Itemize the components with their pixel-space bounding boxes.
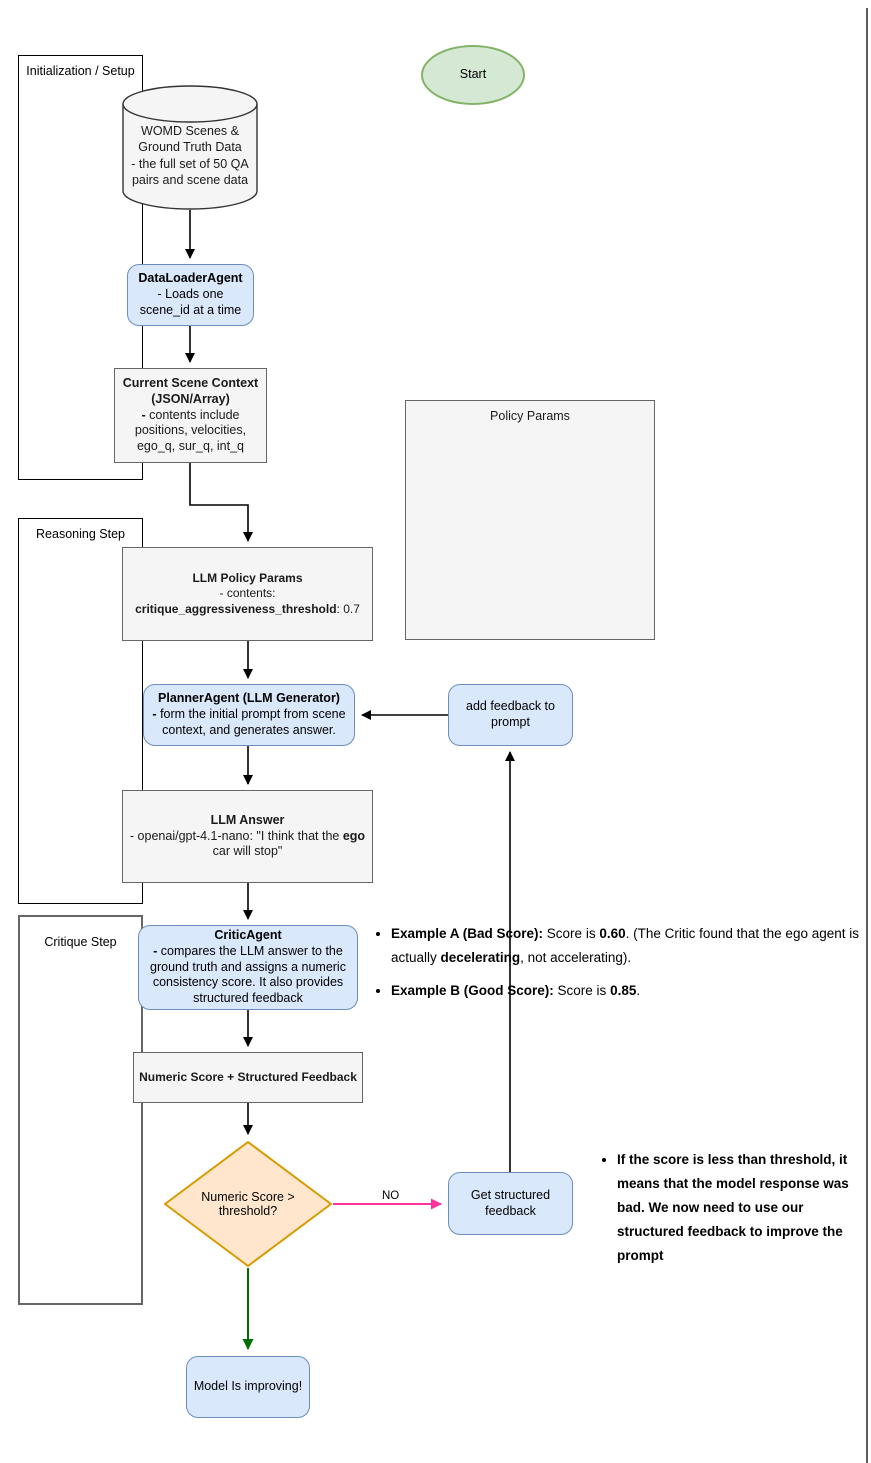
scene-context-body: - contents include positions, velocities…: [118, 408, 263, 455]
numeric-score-node: Numeric Score + Structured Feedback: [133, 1052, 363, 1103]
llm-policy-contents: - contents:: [219, 586, 276, 601]
womd-title: WOMD Scenes & Ground Truth Data: [138, 124, 242, 155]
scene-context-title: Current Scene Context (JSON/Array): [122, 376, 259, 406]
llm-policy-param: critique_aggressiveness_threshold: [135, 601, 337, 616]
planner-body-text: form the initial prompt from scene conte…: [156, 707, 346, 737]
threshold-note-bullet: If the score is less than threshold, it …: [617, 1148, 870, 1268]
examples-annotation: Example A (Bad Score): Score is 0.60. (T…: [372, 922, 868, 1012]
llm-answer-pre: - openai/gpt-4.1-nano: "I think that the: [129, 828, 343, 843]
threshold-note-annotation: If the score is less than threshold, it …: [598, 1148, 870, 1277]
start-node: Start: [421, 45, 525, 105]
start-node-label: Start: [459, 67, 487, 82]
critic-agent-node: CriticAgent - compares the LLM answer to…: [138, 925, 358, 1010]
llm-policy-params-node: LLM Policy Params - contents: critique_a…: [122, 547, 373, 641]
data-loader-body: - Loads one scene_id at a time: [139, 287, 242, 317]
diamond-shape: [164, 1141, 332, 1267]
edge-scenecontext-to-llmpolicy: [189, 463, 253, 542]
planner-title: PlannerAgent (LLM Generator): [158, 691, 340, 706]
container-critique-step-label: Critique Step: [44, 935, 117, 949]
container-initialization-setup: Initialization / Setup: [18, 55, 143, 480]
scene-context-body-text: contents include positions, velocities, …: [134, 407, 247, 454]
policy-params-node: Policy Params: [405, 400, 655, 640]
numeric-score-label: Numeric Score + Structured Feedback: [139, 1069, 357, 1084]
example-a-bullet: Example A (Bad Score): Score is 0.60. (T…: [391, 922, 868, 970]
example-a-head: Example A (Bad Score):: [391, 926, 544, 941]
example-a-decel: decelerating: [440, 950, 521, 965]
llm-answer-node: LLM Answer - openai/gpt-4.1-nano: "I thi…: [122, 790, 373, 883]
example-b-t1: Score is: [553, 983, 611, 998]
container-initialization-setup-label: Initialization / Setup: [26, 64, 135, 78]
container-reasoning-step-label: Reasoning Step: [36, 527, 125, 541]
critic-dash: -: [153, 943, 158, 958]
womd-database-node: WOMD Scenes & Ground Truth Data - the fu…: [122, 85, 258, 210]
womd-body: - the full set of 50 QA pairs and scene …: [131, 156, 249, 187]
planner-agent-node: PlannerAgent (LLM Generator) - form the …: [143, 684, 355, 746]
womd-database-text: WOMD Scenes & Ground Truth Data - the fu…: [122, 123, 258, 188]
decision-diamond-node: Numeric Score > threshold?: [163, 1140, 333, 1268]
llm-policy-value: : 0.7: [336, 601, 360, 616]
llm-answer-ego: ego: [342, 828, 366, 843]
get-feedback-label: Get structured feedback: [470, 1187, 551, 1218]
llm-policy-param-line: critique_aggressiveness_threshold: 0.7: [135, 602, 360, 617]
example-b-t2: .: [636, 983, 641, 998]
example-a-score: 0.60: [599, 926, 626, 941]
example-a-t1: Score is: [543, 926, 600, 941]
add-feedback-label: add feedback to prompt: [466, 699, 555, 729]
get-feedback-node: Get structured feedback: [448, 1172, 573, 1235]
critic-body: - compares the LLM answer to the ground …: [142, 944, 354, 1007]
example-b-bullet: Example B (Good Score): Score is 0.85.: [391, 979, 868, 1003]
model-improving-node: Model Is improving!: [186, 1356, 310, 1418]
example-b-score: 0.85: [610, 983, 637, 998]
scene-context-node: Current Scene Context (JSON/Array) - con…: [114, 368, 267, 463]
planner-body: - form the initial prompt from scene con…: [147, 707, 351, 739]
data-loader-agent-node: DataLoaderAgent - Loads one scene_id at …: [127, 264, 254, 326]
example-b-head: Example B (Good Score):: [391, 983, 554, 998]
example-a-t3: , not accelerating).: [520, 950, 632, 965]
database-cylinder-icon: [122, 85, 258, 210]
llm-answer-post: car will stop": [212, 844, 283, 859]
example-a-t2: . (The Critic found that the ego agent i…: [391, 926, 859, 965]
no-edge-label: NO: [381, 1190, 401, 1202]
scene-context-dash: -: [141, 407, 146, 422]
model-improving-label: Model Is improving!: [193, 1379, 303, 1394]
llm-answer-title: LLM Answer: [210, 812, 285, 827]
critic-title: CriticAgent: [214, 928, 282, 943]
data-loader-title: DataLoaderAgent: [138, 271, 243, 286]
policy-params-label: Policy Params: [490, 409, 570, 423]
critic-body-text: compares the LLM answer to the ground tr…: [150, 943, 346, 1006]
llm-policy-title: LLM Policy Params: [192, 571, 303, 586]
llm-answer-body: - openai/gpt-4.1-nano: "I think that the…: [126, 829, 369, 861]
planner-dash: -: [152, 707, 157, 722]
decision-label: Numeric Score > threshold?: [201, 1190, 295, 1218]
add-feedback-node: add feedback to prompt: [448, 684, 573, 746]
container-critique-step: Critique Step: [18, 915, 143, 1305]
